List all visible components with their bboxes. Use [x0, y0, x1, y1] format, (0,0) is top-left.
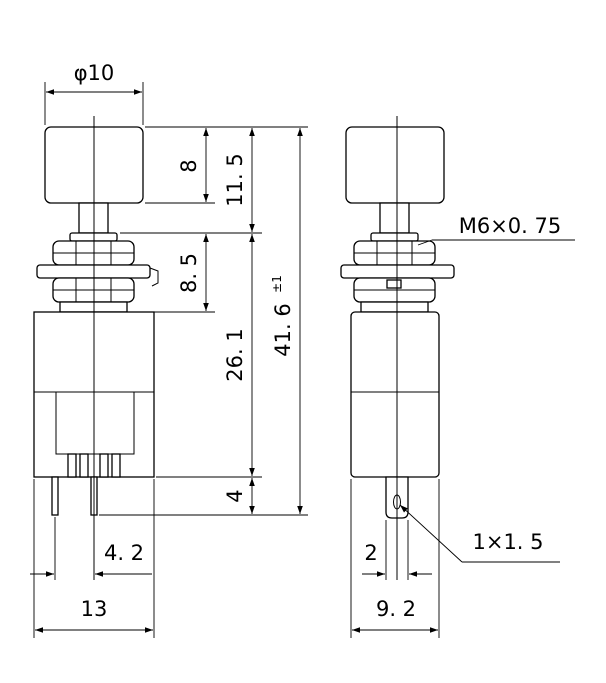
terminal-left — [51, 476, 59, 516]
dim-cap-to-bushing: 11. 5 — [223, 153, 247, 206]
dim-body-depth: 9. 2 — [376, 597, 416, 621]
side-lower-nut — [353, 277, 436, 313]
dimension-lines — [30, 82, 575, 638]
dim-total-length: 41. 6 ±1 — [270, 275, 295, 357]
side-switch-body — [350, 311, 440, 478]
dim-thread-spec: M6×0. 75 — [459, 214, 562, 238]
front-view — [33, 116, 159, 580]
dim-bushing-length: 8. 5 — [177, 253, 201, 293]
dim-cap-height: 8 — [177, 159, 201, 172]
dim-terminal-size: 1×1. 5 — [472, 530, 543, 554]
side-plunger-outline — [379, 202, 410, 234]
side-view — [340, 116, 455, 580]
side-cap-outline — [345, 126, 445, 204]
side-upper-nut — [353, 232, 436, 266]
dim-body-width: 13 — [81, 597, 108, 621]
dim-total-length-value: 41. 6 — [271, 303, 295, 356]
dim-terminal-pitch: 4. 2 — [104, 541, 144, 565]
dim-terminal-length: 4 — [223, 489, 247, 502]
dim-total-length-tolerance: ±1 — [270, 275, 284, 293]
dim-body-length: 26. 1 — [223, 328, 247, 381]
dim-cap-diameter: φ10 — [74, 61, 115, 85]
dim-terminal-offset: 2 — [364, 541, 377, 565]
